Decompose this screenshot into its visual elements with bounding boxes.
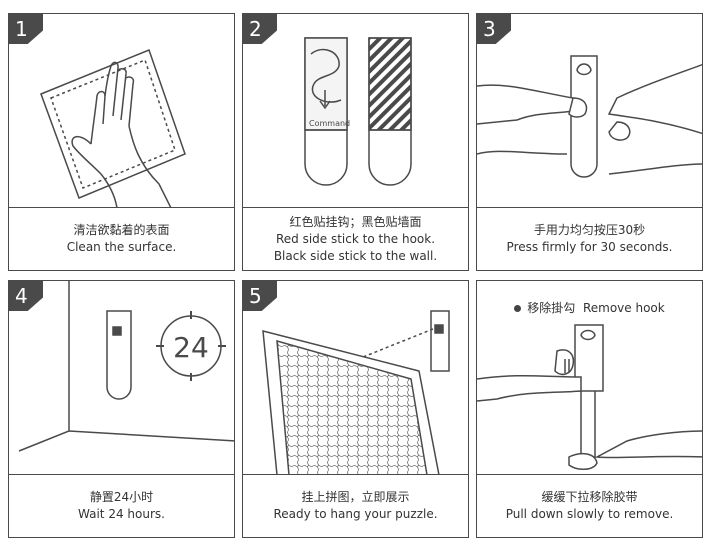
hanging-puzzle-frame-icon [243, 281, 468, 475]
wall-hook-timer-icon: 24 [9, 281, 234, 475]
step-4-caption: 静置24小时 Wait 24 hours. [9, 475, 234, 537]
caption-english: Ready to hang your puzzle. [273, 506, 437, 523]
remove-hook-icon [477, 281, 702, 475]
step-2-caption: 红色贴挂钩；黑色贴墙面 Red side stick to the hook. … [243, 208, 468, 270]
step-6-caption: 缓缓下拉移除胶带 Pull down slowly to remove. [477, 475, 702, 537]
step-2-panel: Command 2 红色贴挂钩；黑色贴墙面 Red side stick to … [242, 13, 469, 271]
caption-chinese: 红色贴挂钩；黑色贴墙面 [289, 214, 421, 231]
step-3-illustration [477, 14, 702, 208]
caption-chinese: 缓缓下拉移除胶带 [541, 489, 637, 506]
step-3-panel: 3 手用力均匀按压30秒 Press firmly for 30 seconds… [476, 13, 703, 271]
step-5-caption: 挂上拼图，立即展示 Ready to hang your puzzle. [243, 475, 468, 537]
step-4-panel: 24 4 静置24小时 Wait 24 hours. [8, 280, 235, 538]
caption-chinese: 清洁欲黏着的表面 [73, 222, 169, 239]
step-1-panel: 1 清洁欲黏着的表面 Clean the surface. [8, 13, 235, 271]
step-1-illustration [9, 14, 234, 208]
timer-24-text: 24 [173, 331, 209, 364]
step-2-illustration: Command [243, 14, 468, 208]
caption-chinese: 手用力均匀按压30秒 [534, 222, 645, 239]
step-6-panel: 移除掛勾 Remove hook 缓缓下拉移除胶带 Pull down slow… [476, 280, 703, 538]
adhesive-strips-icon: Command [243, 14, 468, 208]
caption-english-2: Black side stick to the wall. [274, 248, 437, 265]
step-5-panel: 5 挂上拼图，立即展示 Ready to hang your puzzle. [242, 280, 469, 538]
caption-chinese: 挂上拼图，立即展示 [301, 489, 409, 506]
caption-english: Wait 24 hours. [78, 506, 165, 523]
caption-english: Clean the surface. [67, 239, 177, 256]
step-6-illustration: 移除掛勾 Remove hook [477, 281, 702, 475]
hand-wiping-pad-icon [9, 14, 234, 208]
caption-english: Press firmly for 30 seconds. [507, 239, 673, 256]
step-5-illustration [243, 281, 468, 475]
strip-brand-text: Command [309, 119, 350, 128]
step-4-illustration: 24 [9, 281, 234, 475]
step-1-caption: 清洁欲黏着的表面 Clean the surface. [9, 208, 234, 270]
caption-english: Red side stick to the hook. [276, 231, 435, 248]
step-3-caption: 手用力均匀按压30秒 Press firmly for 30 seconds. [477, 208, 702, 270]
pressing-hook-icon [477, 14, 702, 208]
caption-chinese: 静置24小时 [90, 489, 153, 506]
caption-english: Pull down slowly to remove. [506, 506, 674, 523]
